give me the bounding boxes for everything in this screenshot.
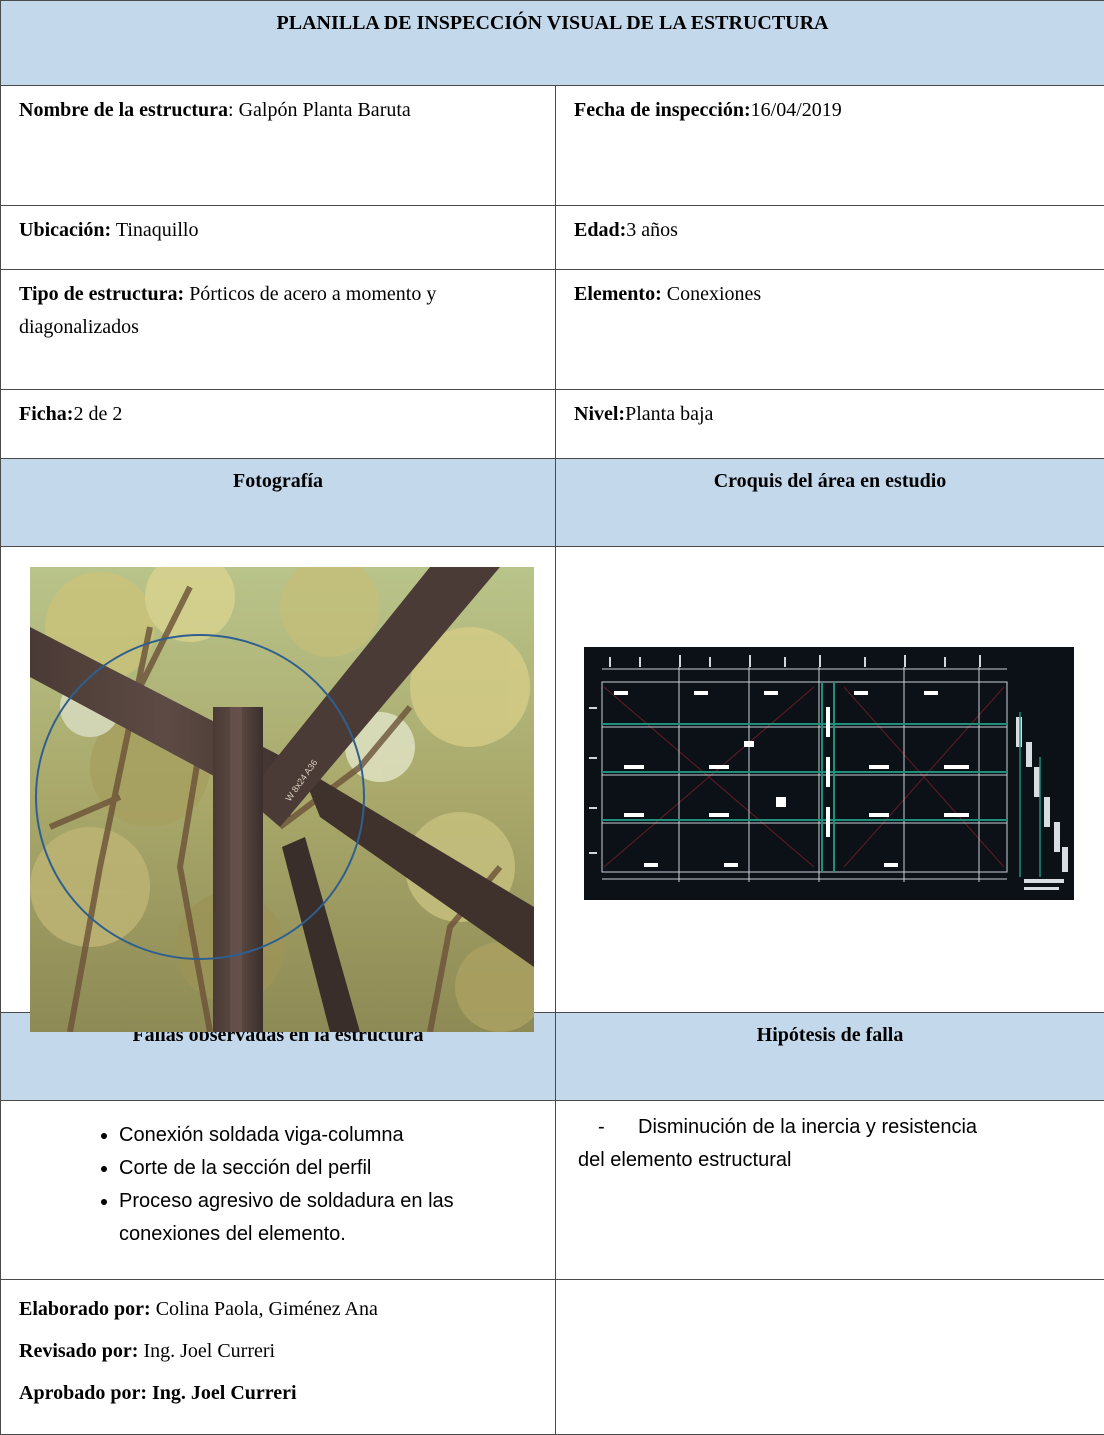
element-cell: Elemento: Conexiones bbox=[556, 270, 1104, 390]
structure-type-label: Tipo de estructura: bbox=[19, 283, 184, 305]
photo-cell: W 8x24 A36 bbox=[1, 547, 556, 1013]
hypothesis-cell: -Disminución de la inercia y resistencia… bbox=[556, 1101, 1104, 1280]
sketch-cell bbox=[556, 547, 1104, 1013]
aprobado-line: Aprobado por: Ing. Joel Curreri bbox=[19, 1372, 545, 1414]
elaborado-value: Colina Paola, Giménez Ana bbox=[151, 1298, 378, 1320]
cad-sketch bbox=[584, 647, 1074, 900]
revisado-value: Ing. Joel Curreri bbox=[138, 1340, 275, 1362]
element-label: Elemento: bbox=[574, 283, 662, 305]
structure-name-cell: Nombre de la estructura: Galpón Planta B… bbox=[1, 86, 556, 206]
revisado-line: Revisado por: Ing. Joel Curreri bbox=[19, 1330, 545, 1372]
failures-cell: Conexión soldada viga-columna Corte de l… bbox=[1, 1101, 556, 1280]
sheet-number-value: 2 de 2 bbox=[73, 403, 122, 425]
structure-type-cell: Tipo de estructura: Pórticos de acero a … bbox=[1, 270, 556, 390]
failures-list: Conexión soldada viga-columna Corte de l… bbox=[23, 1119, 545, 1251]
inspection-photo: W 8x24 A36 bbox=[30, 567, 534, 1032]
hypothesis-header: Hipótesis de falla bbox=[556, 1013, 1104, 1101]
sketch-header: Croquis del área en estudio bbox=[556, 459, 1104, 547]
signatures-cell: Elaborado por: Colina Paola, Giménez Ana… bbox=[1, 1280, 556, 1435]
level-label: Nivel: bbox=[574, 403, 625, 425]
failure-item: Conexión soldada viga-columna bbox=[119, 1119, 545, 1152]
elaborado-label: Elaborado por: bbox=[19, 1298, 151, 1320]
level-value: Planta baja bbox=[625, 403, 713, 425]
location-value: Tinaquillo bbox=[111, 219, 198, 241]
revisado-label: Revisado por: bbox=[19, 1340, 138, 1362]
hypothesis-text-rest: del elemento estructural bbox=[578, 1144, 1094, 1177]
failure-item: Corte de la sección del perfil bbox=[119, 1152, 545, 1185]
sheet-number-label: Ficha: bbox=[19, 403, 73, 425]
photo-header: Fotografía bbox=[1, 459, 556, 547]
empty-signature-cell bbox=[556, 1280, 1104, 1435]
elaborado-line: Elaborado por: Colina Paola, Giménez Ana bbox=[19, 1288, 545, 1330]
hypothesis-text-first: Disminución de la inercia y resistencia bbox=[638, 1116, 977, 1138]
failure-item: Proceso agresivo de soldadura en las con… bbox=[119, 1185, 545, 1251]
age-cell: Edad:3 años bbox=[556, 206, 1104, 270]
inspection-date-label: Fecha de inspección: bbox=[574, 99, 751, 121]
inspection-date-cell: Fecha de inspección:16/04/2019 bbox=[556, 86, 1104, 206]
structure-name-value: : Galpón Planta Baruta bbox=[228, 99, 411, 121]
location-cell: Ubicación: Tinaquillo bbox=[1, 206, 556, 270]
aprobado-label: Aprobado por: Ing. Joel Curreri bbox=[19, 1382, 297, 1404]
hypothesis-dash: - bbox=[578, 1111, 638, 1144]
age-value: 3 años bbox=[626, 219, 678, 241]
level-cell: Nivel:Planta baja bbox=[556, 390, 1104, 459]
structure-name-label: Nombre de la estructura bbox=[19, 99, 228, 121]
location-label: Ubicación: bbox=[19, 219, 111, 241]
sheet-number-cell: Ficha:2 de 2 bbox=[1, 390, 556, 459]
age-label: Edad: bbox=[574, 219, 626, 241]
hypothesis-line-1: -Disminución de la inercia y resistencia bbox=[578, 1111, 1094, 1144]
sheet-title: PLANILLA DE INSPECCIÓN VISUAL DE LA ESTR… bbox=[1, 1, 1104, 86]
inspection-date-value: 16/04/2019 bbox=[751, 99, 842, 121]
element-value: Conexiones bbox=[662, 283, 761, 305]
